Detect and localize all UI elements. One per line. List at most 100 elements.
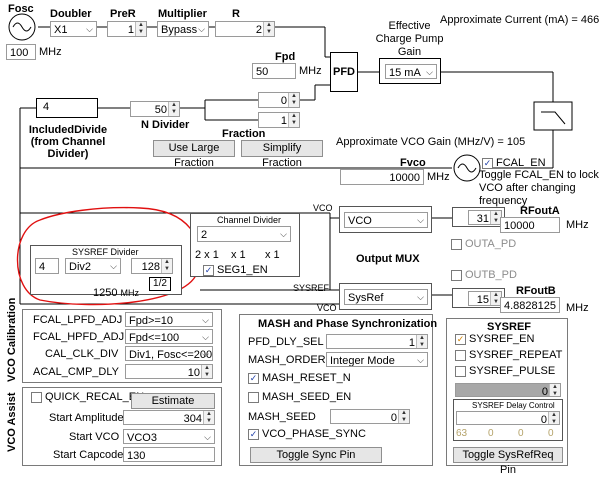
spinner-icon[interactable]: ▲▼ [161, 259, 172, 273]
start-capcode-input[interactable]: 130 [123, 447, 215, 462]
outa-pwr-box: 31▲▼ [452, 207, 505, 227]
sysref-delay-input[interactable]: 0▲▼ [456, 411, 560, 425]
fcal-lpfd-select[interactable]: Fpd>=10⌵ [125, 312, 213, 327]
fcal-lpfd-label: FCAL_LPFD_ADJ [33, 314, 123, 326]
mash-seed-input[interactable]: 0▲▼ [330, 409, 410, 424]
multiplier-select[interactable]: Bypass⌵ [157, 21, 209, 37]
n-divider-value: 50 [154, 104, 167, 116]
chevron-down-icon: ⌵ [204, 432, 211, 442]
mash-seed-en-checkbox[interactable]: MASH_SEED_EN [248, 391, 351, 403]
rfoutb-unit: MHz [566, 302, 589, 314]
quick-recal-label: QUICK_RECAL_EN [45, 391, 145, 403]
rfoutb-value[interactable]: 4.8828125 [500, 297, 560, 313]
outb-pd-checkbox[interactable]: OUTB_PD [451, 269, 517, 281]
rfouta-value[interactable]: 10000 [500, 217, 560, 233]
fpd-input[interactable]: 50 [252, 63, 296, 79]
fcal-en-checkbox[interactable]: ✓FCAL_EN [482, 157, 546, 169]
spinner-icon[interactable]: ▲▼ [288, 93, 299, 107]
r-input[interactable]: 2▲▼ [215, 21, 275, 37]
charge-pump-value: 15 mA [389, 67, 421, 79]
fcal-note: Toggle FCAL_EN to lock VCO after changin… [479, 169, 599, 207]
spinner-icon[interactable]: ▲▼ [201, 365, 212, 378]
outb-mux-value: SysRef [348, 292, 384, 304]
fraction-label: Fraction [222, 128, 266, 140]
channel-divider-select[interactable]: 2⌵ [197, 226, 291, 242]
spinner-icon[interactable]: ▲▼ [416, 335, 427, 348]
spinner-icon[interactable]: ▲▼ [549, 384, 560, 396]
vco-phase-sync-checkbox[interactable]: ✓VCO_PHASE_SYNC [248, 428, 366, 440]
outb-mux-select[interactable]: SysRef⌵ [344, 289, 428, 305]
cal-clk-div-label: CAL_CLK_DIV [45, 348, 119, 360]
acal-cmp-dly-input[interactable]: 10▲▼ [125, 364, 213, 379]
outa-mux-select[interactable]: VCO⌵ [344, 212, 428, 228]
sysref-repeat-checkbox[interactable]: SYSREF_REPEAT [455, 349, 562, 361]
sysref-div-freq-unit: MHz [120, 288, 140, 298]
vco-assist-panel: QUICK_RECAL_EN Estimate Settings Start A… [22, 387, 222, 466]
spinner-icon[interactable]: ▲▼ [168, 102, 179, 116]
channel-divider-stage-1: 2 x 1 [195, 249, 219, 261]
prer-input[interactable]: 1▲▼ [107, 21, 147, 37]
use-large-fraction-button[interactable]: Use Large Fraction [153, 140, 235, 169]
mash-seed-label: MASH_SEED [248, 411, 316, 423]
pfd-dly-sel-input[interactable]: 1▲▼ [326, 334, 428, 349]
fcal-hpfd-select[interactable]: Fpd<=100⌵ [125, 329, 213, 344]
chevron-down-icon: ⌵ [202, 349, 209, 359]
cal-clk-div-select[interactable]: Div1, Fosc<=200⌵ [125, 346, 213, 361]
estimate-settings-button[interactable]: Estimate Settings [131, 393, 215, 422]
sysref-wire-label: SYSREF [293, 283, 330, 293]
sysref-div128-input[interactable]: 128▲▼ [131, 258, 173, 274]
sysref-div-freq: 1250 MHz [93, 287, 139, 299]
mash-reset-n-checkbox[interactable]: ✓MASH_RESET_N [248, 372, 351, 384]
start-capcode-label: Start Capcode [53, 449, 124, 461]
fraction-numerator[interactable]: 0▲▼ [258, 92, 300, 108]
spinner-icon[interactable]: ▲▼ [135, 22, 146, 36]
toggle-sysrefreq-pin-button[interactable]: Toggle SysRefReq Pin [453, 447, 563, 476]
sysref-en-label: SYSREF_EN [469, 333, 535, 345]
start-amplitude-input[interactable]: 304▲▼ [123, 410, 215, 425]
spinner-icon[interactable]: ▲▼ [263, 22, 274, 36]
checkbox-checked-icon: ✓ [248, 428, 259, 440]
spinner-icon[interactable]: ▲▼ [398, 410, 409, 423]
checkbox-unchecked-icon [31, 391, 42, 403]
fosc-input[interactable]: 100 [6, 44, 36, 60]
quick-recal-checkbox[interactable]: QUICK_RECAL_EN [31, 391, 144, 403]
fvco-input[interactable]: 10000 [340, 169, 424, 185]
outa-pd-checkbox[interactable]: OUTA_PD [451, 238, 516, 250]
sysref-divider-input[interactable]: 4 [35, 258, 59, 274]
sysref-pulse-checkbox[interactable]: SYSREF_PULSE [455, 365, 555, 377]
checkbox-checked-icon: ✓ [203, 264, 214, 276]
spinner-icon[interactable]: ▲▼ [548, 412, 559, 424]
start-vco-select[interactable]: VCO3⌵ [123, 429, 215, 444]
r-label: R [232, 8, 240, 20]
seg1-en-checkbox[interactable]: ✓SEG1_EN [203, 264, 268, 276]
fosc-unit: MHz [39, 46, 62, 58]
simplify-fraction-button[interactable]: Simplify Fraction [241, 140, 323, 169]
charge-pump-select[interactable]: 15 mA⌵ [385, 64, 437, 79]
spinner-icon[interactable]: ▲▼ [490, 211, 501, 224]
sysref-delay-val-2: 0 [518, 428, 524, 439]
mash-order-select[interactable]: Integer Mode⌵ [326, 352, 428, 367]
sysref-div-select[interactable]: Div2 ⌵ [65, 258, 121, 274]
fvco-label: Fvco [400, 157, 426, 169]
multiplier-label: Multiplier [158, 8, 207, 20]
sysref-pulse-count-input[interactable]: 0▲▼ [455, 383, 561, 397]
vco-wire-label: VCO [313, 203, 333, 213]
mash-order-label: MASH_ORDER [248, 354, 326, 366]
output-mux-label: Output MUX [356, 253, 420, 265]
doubler-select[interactable]: X1⌵ [50, 21, 97, 37]
spinner-icon[interactable]: ▲▼ [288, 113, 299, 127]
spinner-icon[interactable]: ▲▼ [203, 411, 214, 424]
outa-pwr-input[interactable]: 31▲▼ [468, 210, 502, 225]
rfouta-label: RFoutA [520, 205, 560, 217]
n-divider-input[interactable]: 50▲▼ [130, 101, 180, 117]
sysref-pulse-label: SYSREF_PULSE [469, 365, 556, 377]
fraction-denominator[interactable]: 1▲▼ [258, 112, 300, 128]
sysref-div-value: Div2 [69, 261, 92, 273]
outb-pd-label: OUTB_PD [465, 269, 517, 281]
spinner-icon[interactable]: ▲▼ [490, 292, 501, 305]
checkbox-unchecked-icon [451, 269, 462, 281]
sysref-en-checkbox[interactable]: ✓SYSREF_EN [455, 333, 534, 345]
toggle-sync-pin-button[interactable]: Toggle Sync Pin [250, 447, 382, 463]
outb-pwr-input[interactable]: 15▲▼ [468, 291, 502, 306]
chevron-down-icon: ⌵ [110, 261, 117, 271]
